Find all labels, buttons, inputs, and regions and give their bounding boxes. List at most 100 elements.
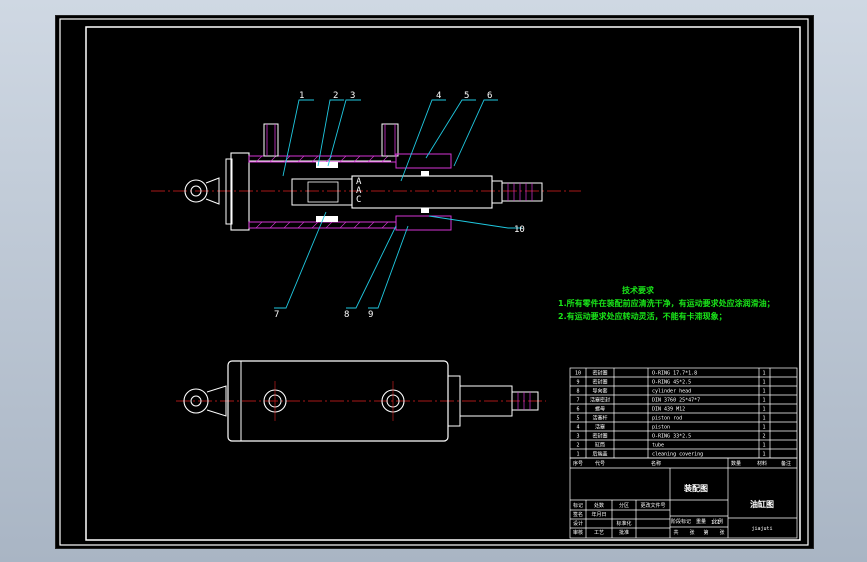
bom-cell-no: 1 <box>576 452 579 458</box>
title-block-label: 共 <box>673 529 678 536</box>
part-label-10: 10 <box>514 225 525 235</box>
brand-label: jiajuti <box>751 526 772 532</box>
rod-end <box>501 182 543 202</box>
bom-cell-name: 缸筒 <box>595 442 605 449</box>
bom-header-mat: 材料 <box>757 460 767 467</box>
part-label-4: 4 <box>436 91 441 101</box>
section-mark-a2: A <box>356 186 362 196</box>
title-block-label: 处数 <box>594 502 604 509</box>
drawing-title: 装配图 <box>683 483 708 493</box>
part-label-2: 2 <box>333 91 338 101</box>
tech-requirements: 技术要求 1.所有零件在装配前应清洗干净，有运动要求处应涂润滑油； 2.有运动要… <box>558 285 775 322</box>
bom-header-no: 序号 <box>573 460 583 467</box>
section-mark-a1: A <box>356 177 362 187</box>
title-block-label: 标记 <box>573 502 583 509</box>
bom-cell-name: 后端盖 <box>592 451 607 458</box>
bom-header-name: 代号 <box>595 460 605 467</box>
bom-header-std: 名称 <box>651 460 661 467</box>
title-block-label: 比例 <box>713 518 723 525</box>
bom-cell-qty: 1 <box>762 452 765 458</box>
bom-header-qty: 数量 <box>731 460 741 467</box>
bom-cell-std: O-RING 17.7*1.8 <box>652 371 697 377</box>
tech-req-line-2: 2.有运动要求处应转动灵活，不能有卡滞现象； <box>558 311 727 322</box>
bom-header-note: 备注 <box>781 460 791 467</box>
tech-req-title: 技术要求 <box>622 285 655 295</box>
bom-cell-no: 3 <box>576 434 579 440</box>
bom-table: 10 密封圈 O-RING 17.7*1.8 1 9 密封圈 O-RING 45*2.5 1 8… <box>569 367 798 459</box>
section-mark-c: C <box>356 195 361 205</box>
bom-cell-qty: 1 <box>762 380 765 386</box>
bom-cell-qty: 1 <box>762 443 765 449</box>
inner-frame <box>85 26 801 541</box>
title-block-labels: 标记 处数 分区 更改文件号签名 年月日设计 标准化审核 工艺 批准 阶段标记重量比例共 张 第 张 <box>573 502 725 536</box>
bom-cell-qty: 1 <box>762 416 765 422</box>
bom-cell-std: O-RING 45*2.5 <box>652 380 691 386</box>
bom-cell-qty: 1 <box>762 389 765 395</box>
port-left <box>263 123 279 157</box>
bom-cell-no: 9 <box>576 380 579 386</box>
bom-cell-name: 螺母 <box>595 406 605 413</box>
part-label-8: 8 <box>344 310 349 320</box>
bom-cell-std: DIN 439 M12 <box>652 407 685 413</box>
scale-value: 1:1 <box>711 520 720 526</box>
title-block-label: 工艺 <box>594 530 604 536</box>
bom-cell-std: cleaning covering <box>652 452 703 458</box>
rear-eye <box>184 179 208 203</box>
bom-cell-std: DIN 3760 25*47*7 <box>652 398 700 404</box>
part-label-7: 7 <box>274 310 279 320</box>
bom-cell-no: 6 <box>576 407 579 413</box>
bom-cell-no: 8 <box>576 389 579 395</box>
part-title: 油缸图 <box>750 499 774 509</box>
title-block-label: 签名 <box>573 511 583 518</box>
bom-cell-no: 2 <box>576 443 579 449</box>
outer-border <box>59 18 809 546</box>
bom-cell-qty: 1 <box>762 371 765 377</box>
bom-cell-name: 活塞密封 <box>590 397 610 404</box>
bom-cell-name: 密封圈 <box>592 379 607 386</box>
external-view <box>176 360 546 442</box>
tech-req-line-1: 1.所有零件在装配前应清洗干净，有运动要求处应涂润滑油； <box>558 298 775 309</box>
title-block-label: 批准 <box>619 529 629 536</box>
bom-cell-name: 活塞 <box>595 424 605 431</box>
bom-cell-qty: 1 <box>762 425 765 431</box>
bom-cell-std: O-RING 33*2.5 <box>652 434 691 440</box>
drawing-sheet: A A C 1 2 3 4 5 6 7 8 9 10 <box>55 15 814 549</box>
bom-cell-std: piston rod <box>652 416 682 422</box>
bom-cell-std: piston <box>652 425 670 431</box>
part-label-6: 6 <box>487 91 492 101</box>
bom-cell-qty: 1 <box>762 407 765 413</box>
bom-cell-qty: 1 <box>762 398 765 404</box>
title-block <box>569 457 798 539</box>
title-block-label: 设计 <box>573 520 583 527</box>
bom-cell-no: 7 <box>576 398 579 404</box>
assembly-drawing: A A C 1 2 3 4 5 6 7 8 9 10 <box>59 18 809 546</box>
title-block-label: 分区 <box>619 502 629 509</box>
title-block-label: 重量 <box>696 518 706 525</box>
piston-rod <box>351 175 493 209</box>
bom-cell-std: cylinder head <box>652 389 691 395</box>
rear-eye-hole <box>190 185 202 197</box>
title-block-label: 审核 <box>573 529 583 536</box>
bom-cell-name: 活塞杆 <box>592 415 607 422</box>
end-cap <box>230 152 250 231</box>
title-block-label: 阶段标记 <box>671 518 691 525</box>
part-label-1: 1 <box>299 91 304 101</box>
title-block-label: 年月日 <box>591 511 606 518</box>
part-label-3: 3 <box>350 91 355 101</box>
bom-cell-name: 密封圈 <box>592 370 607 377</box>
bom-cell-name: 密封圈 <box>592 433 607 440</box>
title-block-label: 张 <box>689 529 694 536</box>
port-right <box>381 123 399 157</box>
bom-cell-no: 10 <box>575 371 581 377</box>
bom-cell-name: 导向套 <box>592 388 607 395</box>
bom-cell-std: tube <box>652 443 664 449</box>
bom-cell-qty: 2 <box>762 434 765 440</box>
title-block-label: 更改文件号 <box>640 502 665 509</box>
title-block-label: 标准化 <box>616 520 631 527</box>
title-block-label: 张 <box>719 529 724 536</box>
section-view: A A C 1 2 3 4 5 6 7 8 9 10 <box>151 91 581 320</box>
title-block-label: 第 <box>703 529 708 536</box>
piston <box>291 178 353 206</box>
part-label-5: 5 <box>464 91 469 101</box>
part-label-9: 9 <box>368 310 373 320</box>
